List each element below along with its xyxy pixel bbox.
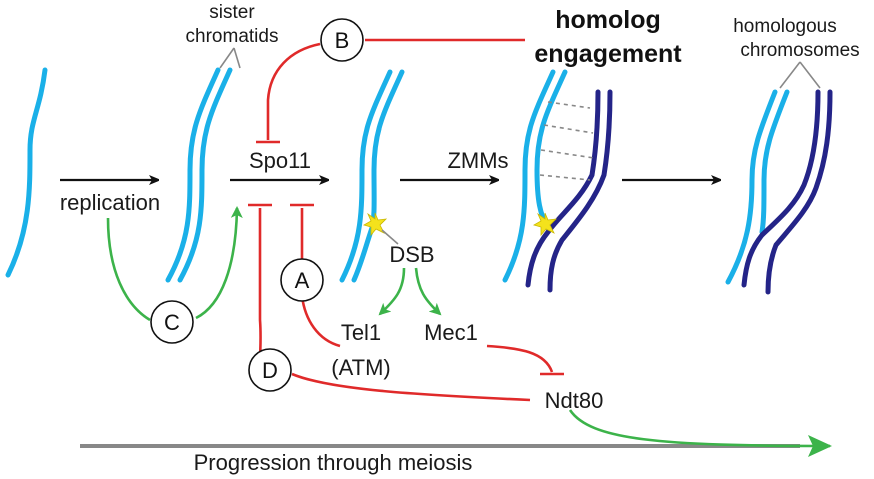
pathway-c-circle (150, 300, 194, 344)
spo11-label: Spo11 (249, 148, 311, 173)
sister-chromatid-4b (534, 69, 568, 231)
homologous-leader-b (799, 61, 821, 89)
dsb-to-tel1-arrow (378, 267, 406, 316)
homolog-4a (525, 89, 601, 288)
homolog-5a (741, 89, 821, 288)
pathway-b-circle (320, 18, 364, 62)
pathway-c-activation-out (195, 206, 243, 320)
homolog-link-1 (547, 101, 591, 109)
homologous-leader-a (779, 61, 801, 89)
sister-chromatids-label-line1: sister (209, 2, 255, 23)
pathway-b-inhibition (266, 38, 525, 140)
pathway-a-label: A (295, 268, 310, 293)
homologous-chromosomes-label-line2: chromosomes (740, 40, 859, 61)
pathway-a-inhibition (300, 208, 341, 348)
pathway-c-label: C (164, 310, 180, 335)
dsb-leader (381, 229, 399, 245)
pathway-d-label: D (262, 358, 278, 383)
sister-leader-b (233, 47, 241, 69)
chromatid-5a (725, 89, 778, 285)
mec1-ndt80-inhibition (486, 344, 554, 373)
sister-chromatid-2b (177, 67, 233, 283)
sister-chromatids-label-line2: chromatids (186, 26, 279, 47)
pathway-c-activation-in (106, 217, 151, 322)
sister-chromatid-4a (502, 69, 556, 283)
progression-label: Progression through meiosis (194, 450, 473, 475)
dsb-star-stage3 (362, 212, 388, 237)
tel1-label-line2: (ATM) (331, 355, 390, 380)
tel1-label-line1: Tel1 (341, 320, 381, 345)
sister-leader-a (219, 47, 235, 69)
ndt80-label: Ndt80 (545, 388, 604, 413)
replication-label: replication (60, 190, 160, 215)
chromatid-stage1 (5, 67, 48, 278)
progression-green-arrow (568, 409, 832, 457)
dsb-star-stage4 (532, 212, 558, 237)
pathway-d-inhibition (258, 208, 531, 402)
dsb-label: DSB (389, 242, 434, 267)
pathway-d-circle (248, 348, 292, 392)
pathway-b-label: B (335, 28, 350, 53)
homolog-engagement-label-line1: homolog (555, 6, 661, 34)
homolog-link-4 (539, 174, 591, 181)
zmms-label: ZMMs (447, 148, 508, 173)
mec1-label: Mec1 (424, 320, 478, 345)
sister-chromatid-2a (165, 67, 221, 283)
sister-chromatid-3b (351, 69, 405, 283)
homologous-chromosomes-label-line1: homologous (733, 16, 837, 37)
homolog-4b (547, 89, 613, 293)
pathway-a-circle (280, 258, 324, 302)
chromatid-5b (759, 89, 790, 235)
homolog-engagement-label-line2: engagement (534, 40, 682, 68)
homolog-5b (765, 89, 833, 295)
homolog-link-2 (543, 124, 594, 134)
sister-chromatid-3a (339, 69, 393, 283)
homolog-link-3 (540, 149, 595, 159)
dsb-to-mec1-arrow (414, 267, 442, 316)
